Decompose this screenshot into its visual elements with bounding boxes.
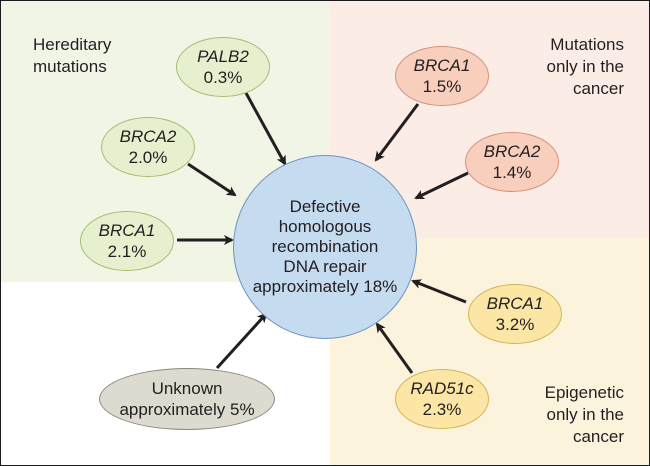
arrow-hereditary-brca2 [187, 162, 237, 197]
arrow-palb2 [244, 92, 287, 166]
defective-hr-repair-node: Defective homologous recombination DNA r… [233, 155, 417, 339]
arrow-rad51c [375, 322, 414, 374]
arrow-unknown [215, 312, 268, 370]
arrow-epigenetic-brca1 [411, 279, 467, 304]
arrow-somatic-brca2 [414, 171, 469, 200]
arrow-somatic-brca1 [374, 103, 420, 162]
